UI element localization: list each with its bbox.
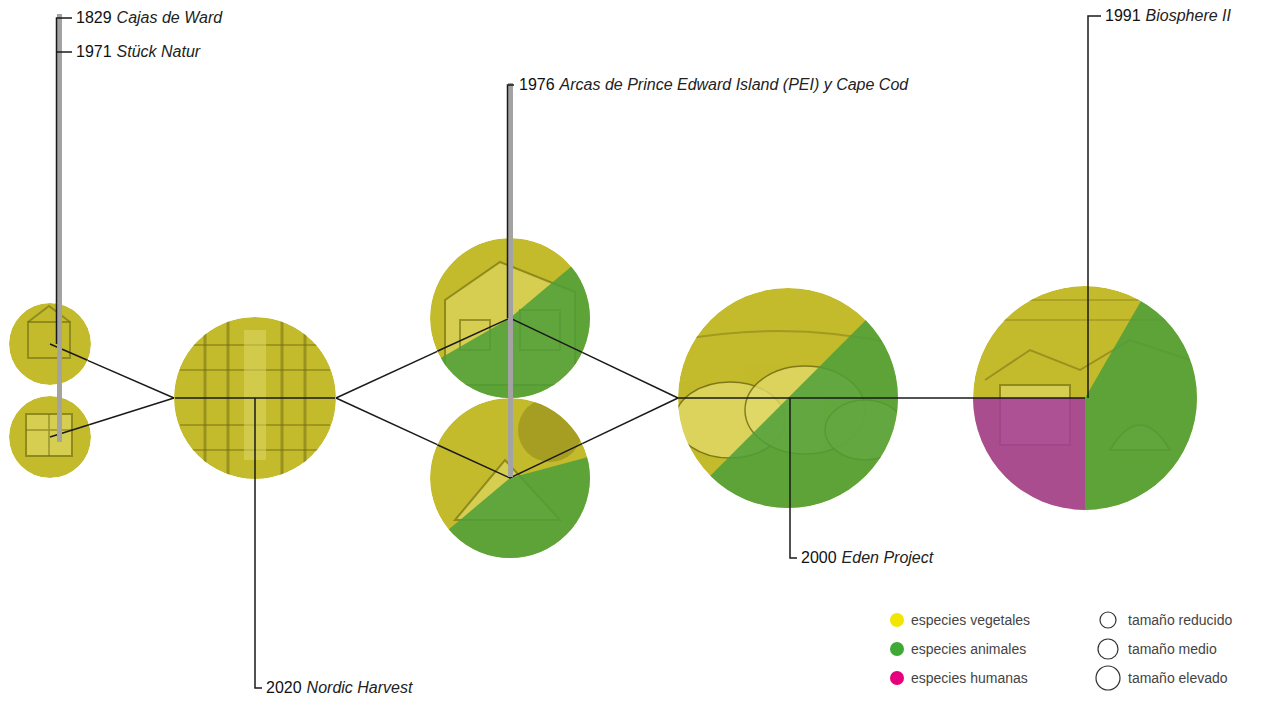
photo-circle: 1991Biosphere II bbox=[973, 286, 1197, 510]
photo-circle: 2000Eden Project bbox=[678, 288, 898, 508]
year-text: 2000 bbox=[801, 549, 837, 566]
node-label: 1829 Cajas de Ward bbox=[76, 9, 222, 27]
circle-shape bbox=[9, 396, 91, 478]
photo-detail bbox=[28, 306, 70, 322]
legend-label: especies humanas bbox=[911, 670, 1028, 686]
species-wedge bbox=[709, 319, 898, 508]
year-text: 2020 bbox=[266, 679, 302, 696]
project-name: Arcas de Prince Edward Island (PEI) y Ca… bbox=[560, 76, 909, 93]
legend-label: especies animales bbox=[911, 641, 1026, 657]
species-wedge bbox=[973, 398, 1085, 510]
connector-line bbox=[898, 397, 973, 399]
node-label: 1971 Stück Natur bbox=[76, 43, 200, 61]
circle-art bbox=[9, 303, 91, 385]
size-sample bbox=[1096, 637, 1120, 661]
circle-shape bbox=[174, 317, 336, 479]
circle-shape bbox=[973, 286, 1197, 510]
circle-art bbox=[430, 398, 590, 558]
circle-shape bbox=[430, 398, 590, 558]
size-sample bbox=[1098, 610, 1118, 630]
node-label: 2000 Eden Project bbox=[801, 549, 933, 567]
legend-swatch bbox=[890, 671, 904, 685]
photo-circle: 1971Stück Natur bbox=[9, 396, 91, 478]
leader-line bbox=[790, 398, 797, 508]
photo-detail bbox=[518, 398, 582, 462]
size-circle bbox=[1096, 666, 1120, 690]
photo-detail bbox=[26, 414, 72, 456]
project-name: Cajas de Ward bbox=[117, 9, 223, 26]
connector-line bbox=[89, 398, 174, 425]
photo-detail bbox=[28, 322, 70, 358]
photo-circle: 2020Nordic Harvest bbox=[174, 317, 336, 479]
legend-swatch bbox=[890, 642, 904, 656]
photo-circle bbox=[430, 398, 590, 558]
link-line bbox=[50, 425, 89, 437]
connector-line bbox=[582, 398, 678, 444]
link-line bbox=[678, 397, 898, 399]
year-text: 1991 bbox=[1105, 7, 1141, 24]
photo-circle: 1829Cajas de Ward bbox=[9, 303, 91, 385]
connector-line bbox=[336, 351, 437, 398]
legend-label: especies vegetales bbox=[911, 612, 1030, 628]
circle-shape bbox=[678, 288, 898, 508]
circle-art bbox=[174, 317, 336, 479]
leader-bar bbox=[508, 83, 513, 477]
project-name: Nordic Harvest bbox=[307, 679, 413, 696]
species-wedge bbox=[1085, 299, 1197, 510]
circle-shape bbox=[9, 303, 91, 385]
legend-label: tamaño reducido bbox=[1128, 612, 1232, 628]
leader-bar bbox=[57, 396, 62, 442]
species-wedge bbox=[439, 265, 590, 398]
circle-art bbox=[973, 286, 1197, 510]
circle-fill bbox=[9, 396, 91, 478]
project-name: Stück Natur bbox=[117, 43, 201, 60]
leader-line bbox=[508, 238, 515, 318]
node-label: 2020 Nordic Harvest bbox=[266, 679, 412, 697]
year-text: 1829 bbox=[76, 9, 112, 26]
legend-label: tamaño medio bbox=[1128, 641, 1217, 657]
node-label: 1991 Biosphere II bbox=[1105, 7, 1231, 25]
leader-line bbox=[57, 18, 73, 344]
leader-bar bbox=[57, 303, 62, 385]
leader-line bbox=[255, 398, 262, 479]
leader-bar bbox=[508, 398, 513, 477]
circle-art bbox=[9, 396, 91, 478]
circle-shape bbox=[430, 238, 590, 398]
size-circle bbox=[1100, 612, 1116, 628]
photo-detail bbox=[26, 414, 72, 456]
leader-line bbox=[1088, 286, 1101, 398]
link-line bbox=[50, 344, 88, 360]
node-label: 1976 Arcas de Prince Edward Island (PEI) … bbox=[519, 76, 908, 94]
link-line bbox=[973, 397, 1085, 399]
circle-art bbox=[430, 238, 590, 398]
circle-fill bbox=[9, 303, 91, 385]
photo-circle: 1976Arcas de Prince Edward Island (PEI) … bbox=[430, 238, 590, 398]
leader-bar bbox=[57, 14, 62, 442]
size-circle bbox=[1098, 639, 1118, 659]
connector-line bbox=[336, 398, 437, 445]
species-wedge bbox=[447, 457, 590, 558]
leader-line bbox=[57, 51, 73, 53]
leader-line bbox=[57, 303, 73, 344]
project-name: Biosphere II bbox=[1146, 7, 1231, 24]
size-sample bbox=[1094, 664, 1122, 692]
year-text: 1971 bbox=[76, 43, 112, 60]
connector-line bbox=[88, 360, 174, 398]
year-text: 1976 bbox=[519, 76, 555, 93]
connector-line bbox=[582, 352, 678, 398]
circle-art bbox=[678, 288, 898, 508]
legend-swatch bbox=[890, 613, 904, 627]
leader-bar bbox=[508, 238, 513, 398]
project-name: Eden Project bbox=[842, 549, 934, 566]
legend-label: tamaño elevado bbox=[1128, 670, 1228, 686]
